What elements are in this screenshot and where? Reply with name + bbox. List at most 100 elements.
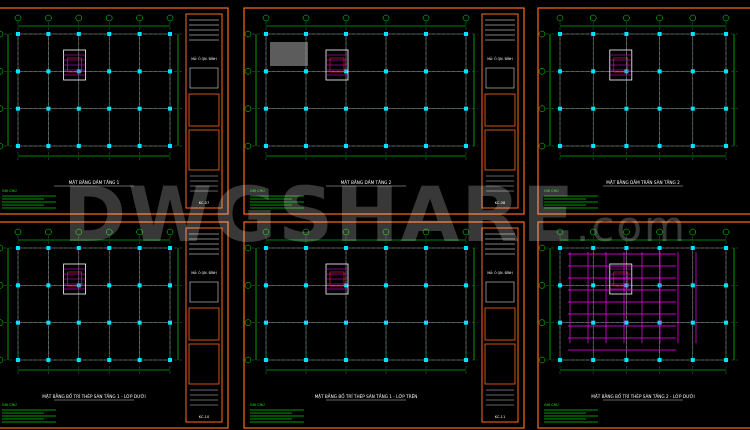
column	[724, 246, 728, 250]
sheet-number: KC-10	[199, 415, 210, 419]
column	[168, 283, 172, 288]
column	[558, 246, 562, 250]
grid-bubble	[342, 228, 350, 236]
approval-box	[484, 129, 516, 171]
column	[384, 320, 388, 325]
column	[690, 106, 695, 111]
column	[558, 358, 562, 362]
column	[264, 144, 268, 148]
column	[137, 320, 142, 325]
column	[137, 32, 142, 36]
column	[624, 283, 629, 288]
notes-title: GHI CHÚ	[250, 188, 265, 193]
notes-title: GHI CHÚ	[544, 188, 559, 193]
column	[76, 358, 81, 362]
grid-bubble	[538, 105, 546, 112]
column	[264, 69, 268, 74]
stair-opening	[329, 271, 345, 287]
title-block-frame	[481, 13, 519, 209]
approval-box	[484, 343, 516, 385]
stair-opening	[329, 57, 345, 73]
column	[558, 320, 562, 325]
column	[591, 246, 596, 250]
grid-bubble	[538, 356, 546, 364]
grid-bubble	[14, 14, 22, 22]
column	[690, 358, 695, 362]
column	[304, 144, 308, 148]
column	[46, 246, 51, 250]
stamp-box	[484, 93, 516, 127]
grid-bubble	[105, 14, 113, 22]
grid-bubble	[422, 14, 430, 22]
column	[76, 32, 81, 36]
column	[591, 283, 596, 288]
column	[344, 69, 348, 74]
notes-title: GHI CHÚ	[2, 188, 17, 193]
grid-bubble	[14, 228, 22, 236]
grid-bubble	[589, 14, 597, 22]
column	[657, 246, 662, 250]
column	[46, 283, 51, 288]
grid-bubble	[538, 244, 546, 252]
column	[264, 106, 268, 111]
column	[16, 32, 20, 36]
column	[591, 320, 596, 325]
column	[591, 32, 596, 36]
grid-bubble	[342, 14, 350, 22]
notes-block: GHI CHÚ	[544, 188, 598, 209]
column	[46, 144, 51, 148]
notes-block: GHI CHÚ	[2, 402, 56, 423]
stair-core	[63, 263, 86, 295]
column	[690, 320, 695, 325]
stamp-box	[188, 93, 220, 127]
column	[137, 106, 142, 111]
grid-bubble	[136, 228, 143, 236]
grid-bubble	[462, 14, 470, 22]
column	[76, 106, 81, 111]
column	[344, 106, 348, 111]
sheet-border	[537, 221, 750, 429]
column	[344, 246, 348, 250]
column	[304, 106, 308, 111]
grid-bubble	[689, 14, 697, 22]
column	[464, 283, 468, 288]
column	[344, 283, 348, 288]
column	[384, 246, 388, 250]
grid-bubble	[244, 30, 252, 38]
column	[657, 144, 662, 148]
column	[46, 358, 51, 362]
grid-bubble	[75, 228, 83, 236]
column	[16, 144, 20, 148]
column	[724, 69, 728, 74]
column	[304, 358, 308, 362]
grid-bubble	[262, 228, 270, 236]
column	[344, 144, 348, 148]
column	[137, 283, 142, 288]
column	[464, 320, 468, 325]
column	[16, 358, 20, 362]
column	[304, 320, 308, 325]
column	[591, 358, 596, 362]
sheet-border	[0, 221, 229, 429]
column	[137, 144, 142, 148]
column	[107, 106, 112, 111]
block-label: MÃ: Ô QN. ĐÌNH	[191, 270, 217, 275]
structural-plan	[538, 14, 738, 160]
column	[168, 106, 172, 111]
grid-bubble	[656, 228, 663, 236]
logo-box	[189, 281, 219, 303]
grid-bubble	[166, 14, 174, 22]
column	[724, 283, 728, 288]
column	[16, 69, 20, 74]
column	[107, 246, 112, 250]
column	[264, 32, 268, 36]
grid-bubble	[656, 14, 663, 22]
column	[384, 106, 388, 111]
column	[424, 283, 428, 288]
column	[591, 106, 596, 111]
grid-bubble	[0, 244, 4, 252]
title-block: MÃ: Ô QN. ĐÌNH KC-10	[185, 227, 223, 423]
column	[464, 144, 468, 148]
